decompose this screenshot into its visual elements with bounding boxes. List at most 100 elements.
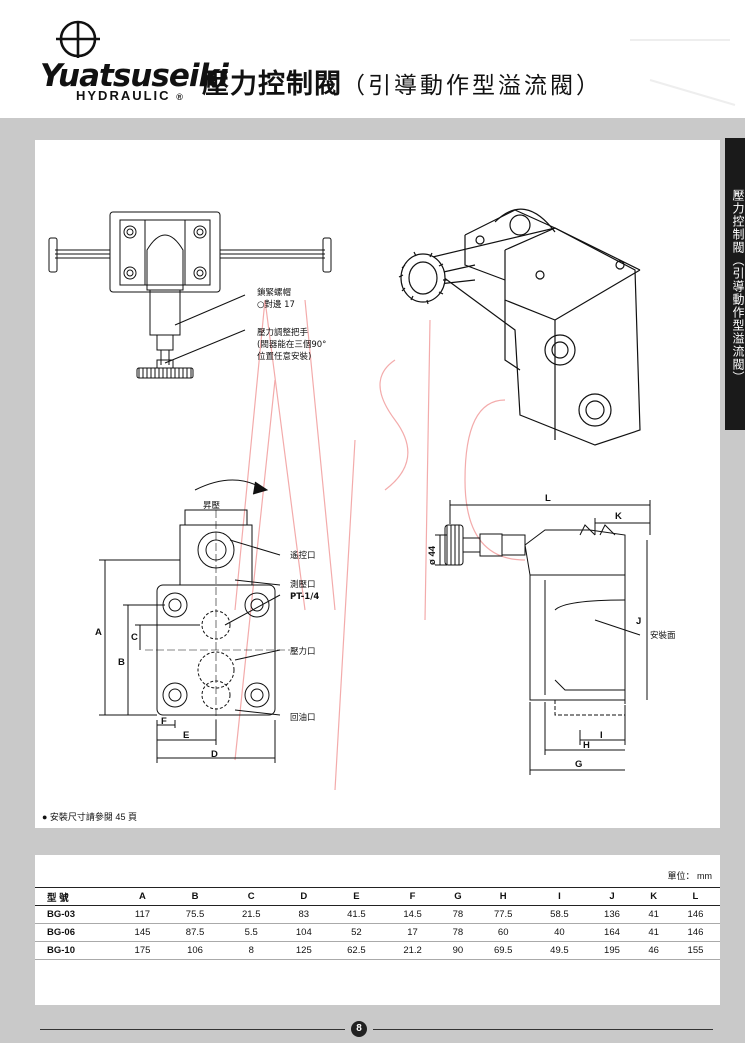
table-header-cell: B (166, 887, 224, 906)
page-number: 8 (351, 1021, 367, 1037)
table-cell: 87.5 (166, 923, 224, 942)
dim-B-label: B (118, 657, 125, 668)
table-header-row: 型 號 A B C D E F G H I J K L (35, 887, 720, 906)
table-cell: 17 (384, 923, 441, 942)
table-cell: 78 (440, 905, 476, 924)
footer-rule-left (40, 1029, 345, 1030)
isometric-view-drawing (398, 208, 641, 446)
table-cell: 77.5 (475, 905, 532, 924)
watermark (234, 299, 526, 791)
faint-background-graphic (630, 39, 736, 106)
dim-F-label: F (161, 716, 167, 727)
table-header-cell: K (636, 887, 671, 906)
table-cell: 69.5 (475, 941, 532, 960)
table-cell: 104 (279, 923, 329, 942)
top-view-drawing (48, 211, 332, 379)
table-cell: 14.5 (384, 905, 441, 924)
table-cell: 41.5 (328, 905, 385, 924)
table-cell: 106 (166, 941, 224, 960)
table-header-cell: A (118, 887, 167, 906)
dim-D-label: D (211, 749, 218, 760)
table-header-cell: 型 號 (35, 887, 118, 906)
table-cell: 21.5 (223, 905, 280, 924)
gauge-port-label: 測壓口 (290, 579, 316, 590)
table-cell: 117 (118, 905, 167, 924)
table-cell: 40 (531, 923, 588, 942)
table-cell: 164 (587, 923, 637, 942)
table-header-cell: I (531, 887, 588, 906)
brand-subname: HYDRAULIC ® (76, 88, 185, 103)
lock-nut-label: 鎖緊螺帽 (257, 287, 291, 298)
table-cell: 49.5 (531, 941, 588, 960)
dim-C-label: C (131, 632, 138, 643)
handle-note-1: (閥器能在三個90° (257, 339, 326, 350)
table-cell: 41 (636, 923, 671, 942)
install-note: ● 安裝尺寸請參閱 45 頁 (42, 812, 137, 822)
brand-name: Yuatsuseiki (40, 58, 229, 94)
page-title: 壓力控制閥（引導動作型溢流閥） (202, 69, 602, 100)
table-cell: 58.5 (531, 905, 588, 924)
handle-label: 壓力調整把手 (257, 327, 309, 338)
table-cell: 8 (223, 941, 280, 960)
drawing-panel: 鎖緊螺帽 ○對邊 17 壓力調整把手 (閥器能在三個90° 位置任意安裝) (35, 140, 720, 828)
table-header-cell: D (279, 887, 329, 906)
technical-drawings: 鎖緊螺帽 ○對邊 17 壓力調整把手 (閥器能在三個90° 位置任意安裝) (48, 208, 676, 791)
page-header: Yuatsuseiki HYDRAULIC ® 壓力控制閥（引導動作型溢流閥） (0, 0, 745, 118)
table-cell: 5.5 (223, 923, 280, 942)
page-subtitle: （引導動作型溢流閥） (342, 73, 602, 99)
table-header-cell: E (328, 887, 385, 906)
dim-I-label: I (600, 730, 603, 741)
handle-note-2: 位置任意安裝) (257, 351, 311, 362)
unit-label: 單位： mm (667, 871, 713, 881)
knob-diameter-label: ø 44 (427, 545, 438, 565)
table-row: BG-06 145 87.5 5.5 104 52 17 78 60 40 16… (35, 923, 720, 942)
dim-G-label: G (575, 759, 582, 770)
gauge-thread-label: PT-1/4 (290, 592, 319, 602)
dim-A-label: A (95, 627, 102, 638)
dim-H-label: H (583, 740, 590, 751)
side-tab: 壓力控制閥（引導動作型溢流閥） (725, 138, 745, 430)
table-cell: 52 (328, 923, 385, 942)
dimension-table-panel: 單位： mm 型 號 A B C D E F G H I J K L BG-03 (35, 855, 720, 1005)
table-cell: 146 (670, 923, 720, 942)
mount-face-label: 安裝面 (650, 630, 676, 641)
table-row: BG-03 117 75.5 21.5 83 41.5 14.5 78 77.5… (35, 905, 720, 924)
rise-label: 昇壓 (203, 501, 221, 511)
table-cell: 21.2 (384, 941, 441, 960)
table-cell: 136 (587, 905, 637, 924)
table-header-cell: J (587, 887, 637, 906)
table-row: BG-10 175 106 8 125 62.5 21.2 90 69.5 49… (35, 941, 720, 960)
table-cell: 41 (636, 905, 671, 924)
remote-port-label: 遙控口 (290, 550, 316, 561)
table-cell: BG-06 (35, 923, 118, 942)
table-cell: 195 (587, 941, 637, 960)
table-header-cell: G (440, 887, 476, 906)
table-cell: 83 (279, 905, 329, 924)
table-header-cell: C (223, 887, 280, 906)
dim-K-label: K (615, 511, 622, 522)
table-header-cell: H (475, 887, 532, 906)
dimension-table: 型 號 A B C D E F G H I J K L BG-03 117 75… (35, 887, 720, 960)
table-cell: 46 (636, 941, 671, 960)
table-cell: BG-03 (35, 905, 118, 924)
return-port-label: 回油口 (290, 712, 316, 723)
table-cell: 155 (670, 941, 720, 960)
dim-J-label: J (636, 616, 641, 627)
dim-L-label: L (545, 493, 551, 504)
table-cell: 62.5 (328, 941, 385, 960)
table-cell: 125 (279, 941, 329, 960)
table-cell: 146 (670, 905, 720, 924)
lock-nut-size: ○對邊 17 (257, 299, 295, 310)
brand-logo-icon (56, 20, 100, 58)
table-cell: BG-10 (35, 941, 118, 960)
table-header-cell: L (670, 887, 720, 906)
table-header-cell: F (384, 887, 441, 906)
table-cell: 60 (475, 923, 532, 942)
table-cell: 175 (118, 941, 167, 960)
front-view-drawing (99, 479, 290, 763)
table-cell: 75.5 (166, 905, 224, 924)
footer-rule-right (373, 1029, 713, 1030)
side-view-drawing (435, 500, 651, 775)
table-cell: 90 (440, 941, 476, 960)
pressure-port-label: 壓力口 (290, 646, 316, 657)
